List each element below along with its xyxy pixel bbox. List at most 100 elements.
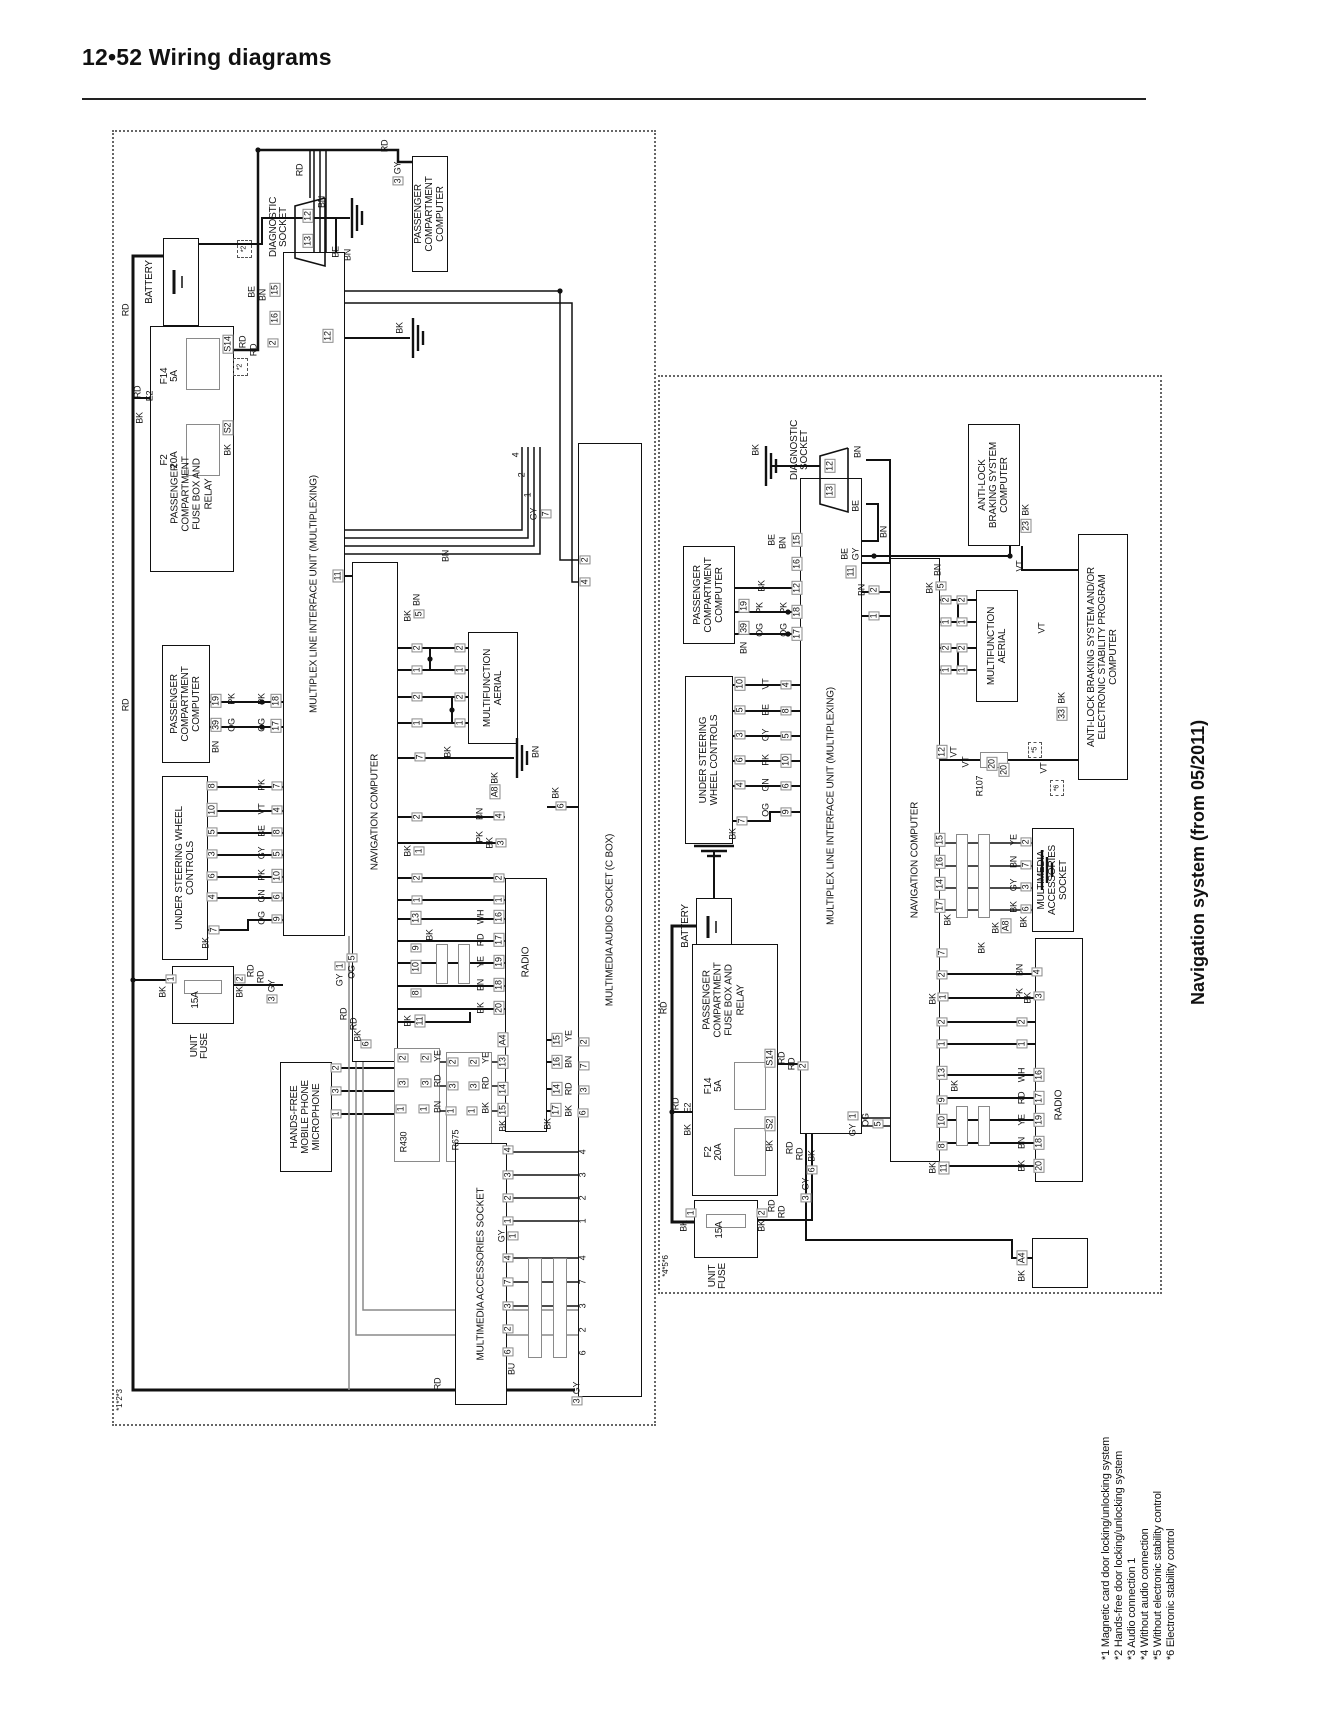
wire-label: GY xyxy=(266,979,277,993)
radio-label: RADIO xyxy=(1053,1089,1065,1121)
pin-label: 3 xyxy=(468,1081,480,1091)
wire-label: RD xyxy=(255,970,266,984)
wire-label: BE xyxy=(256,825,267,837)
pin-label: 7 xyxy=(1020,860,1032,870)
multiplex-line-interface-unit xyxy=(800,478,862,1134)
pin-label: 7 xyxy=(271,781,283,791)
pin-label: 4 xyxy=(502,1253,514,1263)
pin-label: 12 xyxy=(824,459,836,473)
wire-label: VT xyxy=(1038,762,1049,774)
pin-label: 10 xyxy=(936,1114,948,1128)
wire-label: 15A xyxy=(190,991,201,1009)
pin-label: 3 xyxy=(502,1170,514,1180)
pin-label: 17 xyxy=(934,899,946,913)
wire-label: E2 xyxy=(682,1102,693,1114)
wire-label: BK xyxy=(1056,692,1067,704)
wire-label: RD xyxy=(348,1017,359,1031)
pin-label: 6 xyxy=(1020,904,1032,914)
pin-label: 2 xyxy=(454,643,466,653)
pin-label: 18 xyxy=(1033,1136,1045,1150)
wire-label: 2 xyxy=(577,1327,588,1333)
inline-connector xyxy=(458,944,470,984)
wire-label: R675 xyxy=(450,1129,461,1151)
pin-label: 2 xyxy=(454,692,466,702)
multifunction-aerial xyxy=(468,632,518,744)
inline-connector xyxy=(956,1106,968,1146)
pin-label: 2 xyxy=(411,692,423,702)
pin-label: A4 xyxy=(497,1032,509,1048)
wire-label: RD xyxy=(794,1147,805,1161)
pin-label: 2 xyxy=(502,1193,514,1203)
wire-label: BATTERY xyxy=(680,904,691,948)
pin-label: 4 xyxy=(271,805,283,815)
wire-label: RD xyxy=(120,303,131,317)
unit-fuse-element xyxy=(706,1214,746,1228)
pin-label: 4 xyxy=(1031,967,1043,977)
pin-label: 6 xyxy=(734,755,746,765)
pin-label: 16 xyxy=(269,311,281,325)
fuse-f14 xyxy=(186,338,220,390)
under-steering-wheel-controls-label: UNDER STEERING WHEEL CONTROLS xyxy=(697,714,720,806)
fuse-f14 xyxy=(734,1062,766,1110)
pin-label: 13 xyxy=(824,484,836,498)
pin-label: 1 xyxy=(956,617,968,627)
pin-label: 2 xyxy=(502,1324,514,1334)
pin-label: 2 xyxy=(411,873,423,883)
wire-label: GY xyxy=(760,728,771,742)
wire-label: BK xyxy=(756,580,767,592)
pin-label: S14 xyxy=(222,334,234,354)
pin-label: 5 xyxy=(935,581,947,591)
pin-label: 4 xyxy=(493,811,505,821)
wire-label: BK xyxy=(402,610,413,622)
wire-label: DIAGNOSTIC SOCKET xyxy=(268,196,289,258)
wire-label: VT xyxy=(1014,560,1025,572)
passenger-compartment-computer-a xyxy=(412,156,448,272)
wire-label: E2 xyxy=(144,390,155,402)
pin-label: 1 xyxy=(493,895,505,905)
pin-label: 1 xyxy=(411,665,423,675)
wire-label: BN xyxy=(342,248,353,262)
pin-label: 16 xyxy=(1033,1068,1045,1082)
pin-label: 14 xyxy=(551,1082,563,1096)
multifunction-aerial xyxy=(976,590,1018,702)
pin-label: 2 xyxy=(940,595,952,605)
wire-label: BE xyxy=(839,548,850,560)
pin-label: 3 xyxy=(495,838,507,848)
pin-label: 2 xyxy=(420,1053,432,1063)
wire-label: BN xyxy=(856,583,867,597)
wire-label: BE xyxy=(246,286,257,298)
pin-label: 2 xyxy=(797,1061,809,1071)
wire-label: BN xyxy=(475,978,486,992)
wire-label: VT xyxy=(1036,622,1047,634)
pin-label: 8 xyxy=(410,988,422,998)
wire-label: GY xyxy=(847,1123,858,1137)
multifunction-aerial-label: MULTIFUNCTION AERIAL xyxy=(481,648,504,728)
diagram-caption: Navigation system (from 05/2011) xyxy=(1188,719,1208,1005)
wire-label: BK xyxy=(976,942,987,954)
pin-label: 20 xyxy=(493,1001,505,1015)
pin-label: S14 xyxy=(764,1048,776,1068)
wire-label: BN xyxy=(878,525,889,539)
pin-label: 4 xyxy=(734,780,746,790)
unit-fuse xyxy=(172,966,234,1024)
pin-label: 2 xyxy=(1016,1017,1028,1027)
pin-label: 23 xyxy=(1020,519,1032,533)
wire-label: BN xyxy=(474,807,485,821)
wire-label: RD xyxy=(786,1057,797,1071)
pin-label: 15 xyxy=(269,283,281,297)
note-box-6 xyxy=(1050,780,1064,796)
pin-label: 2 xyxy=(493,873,505,883)
pin-label: 18 xyxy=(270,694,282,708)
wire-label: GY xyxy=(334,973,345,987)
wire-label: BN xyxy=(411,593,422,607)
pin-label: 7 xyxy=(208,925,220,935)
pin-label: 1 xyxy=(411,895,423,905)
wire-label: VT xyxy=(960,756,971,768)
wire-label: BK xyxy=(550,787,561,799)
pin-label: 3 xyxy=(392,176,404,186)
pin-label: 1 xyxy=(940,665,952,675)
wire-label: F14 5A xyxy=(159,367,180,385)
wire-label: BK xyxy=(990,922,1001,934)
pin-label: 19 xyxy=(493,955,505,969)
wire-label: BN xyxy=(440,549,451,563)
